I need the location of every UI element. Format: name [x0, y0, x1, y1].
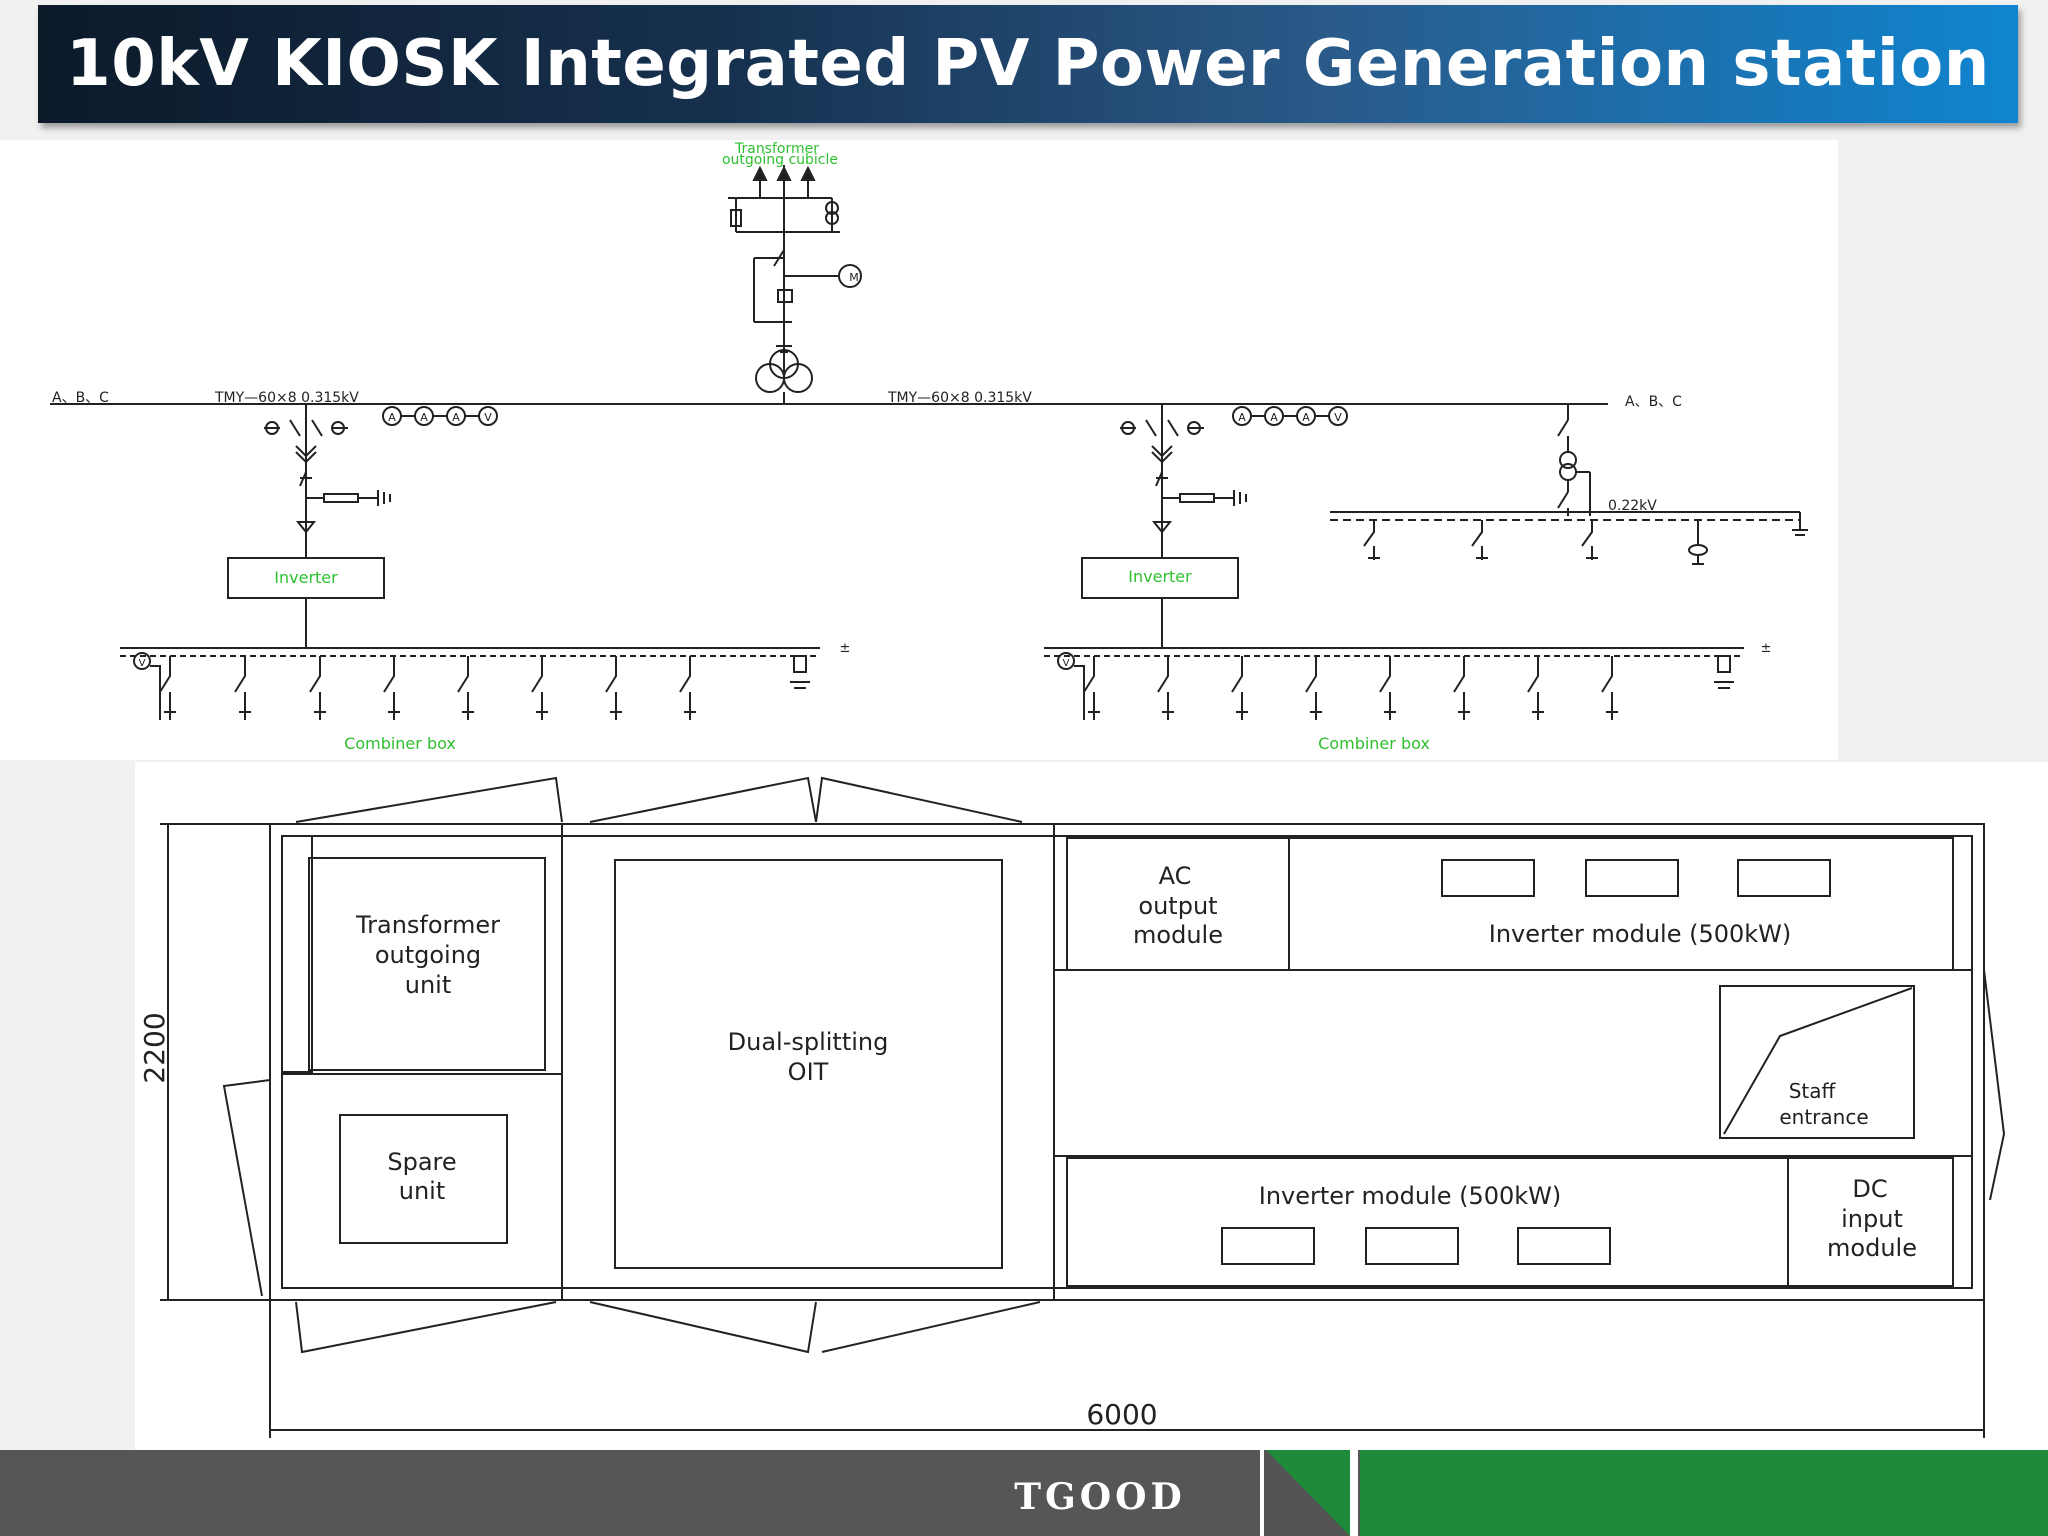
dimension-height: 2200	[138, 1012, 171, 1083]
voltmeter-icon: V	[1334, 411, 1342, 424]
layout-labels: Transformer outgoing unit Spare unit Dua…	[138, 862, 1917, 1431]
single-line-schematic: Transformer outgoing cubicle M A、B、C TMY…	[50, 141, 1808, 753]
dc-input-label: DC	[1852, 1175, 1887, 1203]
voltmeter-icon: V	[1063, 658, 1070, 669]
bus-right-spec: TMY—60×8 0.315kV	[887, 390, 1032, 406]
kiosk-layout-plan	[160, 776, 2006, 1438]
combiner-bus-left	[120, 647, 820, 720]
oit-label: Dual-splitting	[728, 1028, 889, 1056]
footer-bar	[0, 1450, 2048, 1536]
dc-input-label: input	[1841, 1205, 1903, 1233]
transformer-unit-label: unit	[405, 971, 452, 999]
motor-icon: M	[849, 271, 859, 284]
dual-splitting-oit	[614, 859, 1003, 1269]
voltmeter-icon: V	[139, 658, 146, 669]
ac-output-label: AC	[1159, 862, 1192, 890]
left-feeder	[264, 404, 391, 558]
transformer-cubicle-label: Transformer	[734, 141, 819, 157]
bus-right-phases: A、B、C	[1625, 394, 1682, 410]
transformer-cubicle-label-2: outgoing cubicle	[722, 152, 838, 168]
inverter-right-label: Inverter	[1128, 567, 1192, 586]
footer-green-block	[1360, 1450, 2048, 1536]
transformer-unit-label: outgoing	[375, 941, 481, 969]
staff-entrance-label: Staff	[1789, 1079, 1837, 1103]
polarity-label: ±	[840, 641, 851, 656]
combiner-left-label: Combiner box	[344, 734, 456, 753]
right-feeder	[1120, 404, 1247, 558]
inverter-bottom-label: Inverter module (500kW)	[1259, 1182, 1562, 1210]
auxiliary-branch	[1330, 404, 1808, 565]
ac-output-label: module	[1133, 921, 1223, 949]
meters-right: A A A V	[1232, 406, 1348, 426]
footer-green-triangle	[1266, 1450, 1350, 1536]
schematic-panel	[0, 140, 1838, 760]
inverter-left-box	[227, 557, 385, 599]
footer-graphics	[1260, 1450, 2048, 1536]
ammeter-icon: A	[420, 411, 428, 424]
spare-unit	[339, 1114, 508, 1244]
bus-left-spec: TMY—60×8 0.315kV	[214, 390, 359, 406]
staff-entrance	[1719, 985, 1915, 1139]
inverter-right-box	[1081, 557, 1239, 599]
title-banner: 10kV KIOSK Integrated PV Power Generatio…	[38, 5, 2018, 123]
spare-unit-label: Spare	[387, 1148, 456, 1176]
diagram-canvas: Transformer outgoing cubicle M A、B、C TMY…	[0, 140, 2048, 1450]
ammeter-icon: A	[1238, 411, 1246, 424]
spare-unit-label: unit	[399, 1177, 446, 1205]
transformer-cubicle-symbol	[728, 165, 862, 404]
tgood-logo: TGOOD	[1014, 1476, 1186, 1518]
transformer-unit-label: Transformer	[355, 911, 500, 939]
ammeter-icon: A	[1270, 411, 1278, 424]
transformer-outgoing-unit	[308, 857, 546, 1071]
bus-left-phases: A、B、C	[52, 390, 109, 406]
ammeter-icon: A	[452, 411, 460, 424]
staff-entrance-label: entrance	[1779, 1105, 1868, 1129]
combiner-bus-right	[1044, 647, 1744, 720]
dc-input-label: module	[1827, 1234, 1917, 1262]
inverter-top-label: Inverter module (500kW)	[1489, 920, 1792, 948]
ammeter-icon: A	[388, 411, 396, 424]
meters-left: A A A V	[382, 406, 498, 426]
inverter-left-label: Inverter	[274, 568, 338, 587]
ammeter-icon: A	[1302, 411, 1310, 424]
combiner-right-label: Combiner box	[1318, 734, 1430, 753]
page-title: 10kV KIOSK Integrated PV Power Generatio…	[66, 27, 1990, 101]
ac-output-label: output	[1138, 892, 1217, 920]
dimension-width: 6000	[1086, 1398, 1157, 1431]
aux-bus-voltage: 0.22kV	[1608, 498, 1657, 514]
polarity-label: ±	[1761, 641, 1772, 656]
layout-panel	[135, 762, 2048, 1450]
oit-label: OIT	[788, 1058, 829, 1086]
enclosure-outline	[269, 823, 1985, 1301]
voltmeter-icon: V	[484, 411, 492, 424]
